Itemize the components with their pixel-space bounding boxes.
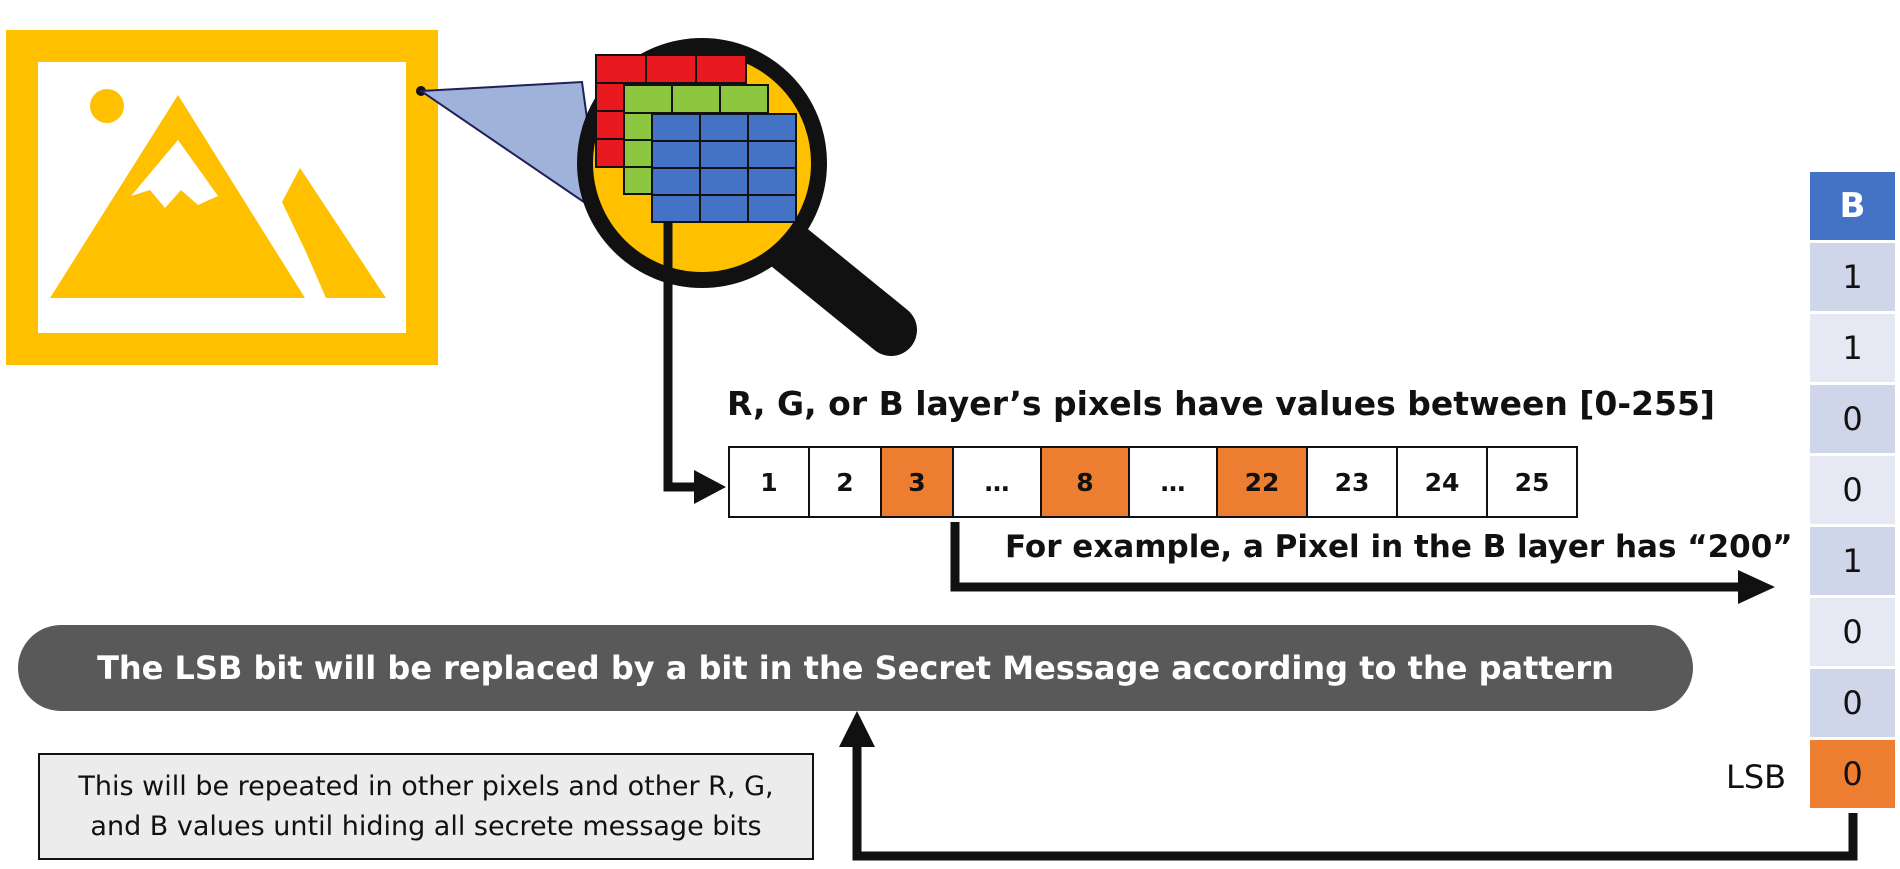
arrow-head-pixels [694, 470, 726, 504]
magnifier-icon [577, 38, 917, 356]
bit-cell-lsb: 0 [1810, 740, 1895, 810]
bit-cell: 0 [1810, 456, 1895, 526]
pixel-cell: 2 [808, 446, 882, 518]
example-caption: For example, a Pixel in the B layer has … [1005, 529, 1793, 565]
bit-cell: 1 [1810, 314, 1895, 384]
pixel-cell: 25 [1486, 446, 1578, 518]
bit-cell: 0 [1810, 385, 1895, 455]
arrow-pixel-to-bits [950, 522, 1740, 592]
image-icon [6, 30, 438, 365]
zoom-beam [418, 80, 602, 216]
bit-cell: 1 [1810, 243, 1895, 313]
repeat-note: This will be repeated in other pixels an… [38, 753, 814, 860]
pixel-cell: 22 [1216, 446, 1308, 518]
lsb-label: LSB [1726, 758, 1787, 796]
connector-arrows [663, 222, 1858, 861]
lsb-banner: The LSB bit will be replaced by a bit in… [18, 625, 1693, 711]
arrow-head-banner [839, 711, 875, 747]
pixel-cell: 1 [728, 446, 810, 518]
bit-cell: 1 [1810, 527, 1895, 597]
pixel-cell: 24 [1396, 446, 1488, 518]
bit-cell: 0 [1810, 669, 1895, 739]
arrow-lsb-to-banner [852, 735, 1858, 861]
bit-column-header: B [1810, 172, 1895, 242]
pixel-range-caption: R, G, or B layer’s pixels have values be… [727, 384, 1716, 423]
arrow-head-bits [1738, 570, 1775, 604]
pixel-cell: … [1128, 446, 1218, 518]
pixel-cell: 3 [880, 446, 954, 518]
pixel-cell: 23 [1306, 446, 1398, 518]
bit-cell: 0 [1810, 598, 1895, 668]
pixel-cell: 8 [1040, 446, 1130, 518]
arrow-grid-to-pixels [663, 222, 698, 492]
pixel-cell: … [952, 446, 1042, 518]
